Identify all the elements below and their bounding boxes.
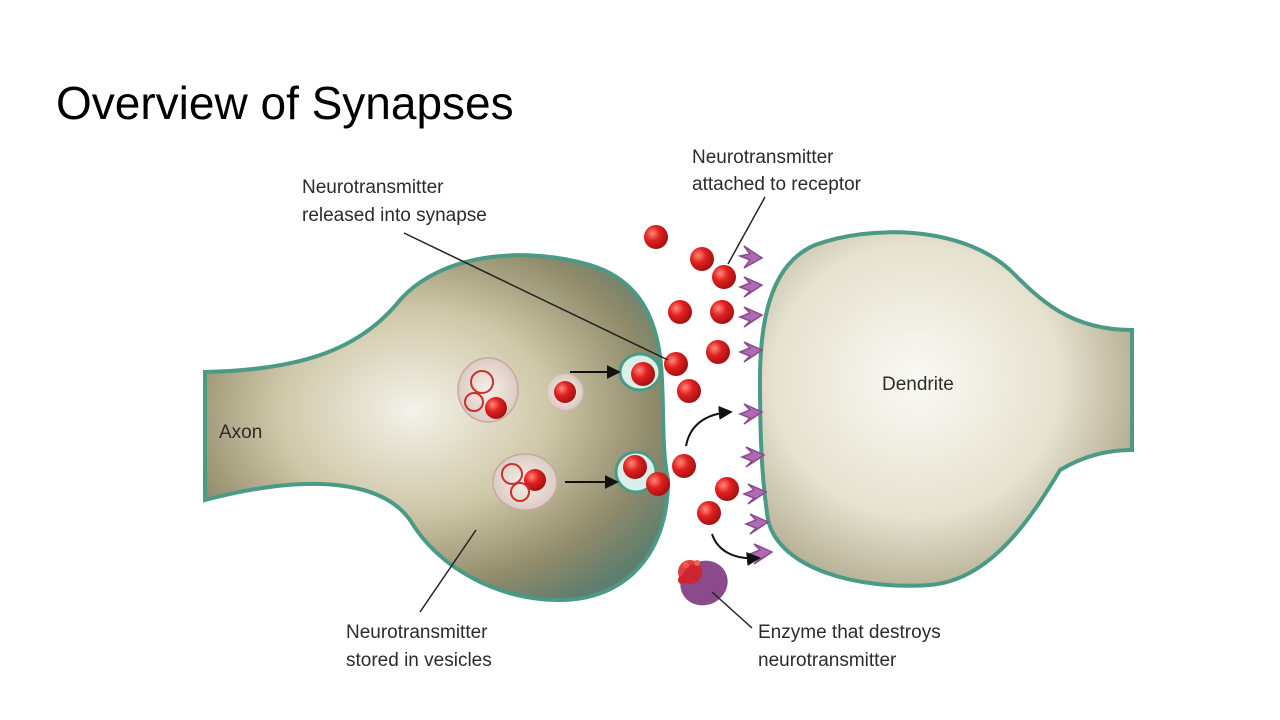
receptor <box>737 276 764 298</box>
label-released-line2: released into synapse <box>302 205 487 226</box>
neurotransmitter <box>706 340 730 364</box>
vesicle-neurotransmitter <box>554 381 576 403</box>
slide-title: Overview of Synapses <box>56 77 514 129</box>
vesicle-neurotransmitter <box>524 469 546 491</box>
neurotransmitter <box>672 454 696 478</box>
leader-line-released <box>403 232 669 361</box>
neurotransmitter <box>697 501 721 525</box>
receptors <box>737 245 774 565</box>
receptor <box>737 245 764 269</box>
leader-line-stored <box>419 529 477 613</box>
axon-terminal <box>203 253 671 603</box>
neurotransmitter <box>644 225 668 249</box>
vesicle-neurotransmitter <box>485 397 507 419</box>
label-attached-line1: Neurotransmitter <box>692 147 834 168</box>
neurotransmitter <box>668 300 692 324</box>
label-axon: Axon <box>219 422 262 443</box>
receptor <box>737 306 764 328</box>
receptor <box>747 543 774 565</box>
neurotransmitters <box>623 225 739 525</box>
enzyme-arrow <box>711 533 761 566</box>
receptor <box>741 483 768 505</box>
receptor <box>737 341 764 363</box>
neurotransmitter <box>677 379 701 403</box>
enzyme <box>678 560 728 606</box>
label-attached-line2: attached to receptor <box>692 174 862 195</box>
receptor <box>743 513 770 535</box>
neurotransmitter <box>631 362 655 386</box>
dendrite-body <box>757 230 1134 588</box>
neurotransmitter <box>664 352 688 376</box>
neurotransmitter <box>712 265 736 289</box>
label-released-line1: Neurotransmitter <box>302 177 444 198</box>
neurotransmitter <box>710 300 734 324</box>
neurotransmitter <box>646 472 670 496</box>
neurotransmitter <box>690 247 714 271</box>
label-enzyme-line1: Enzyme that destroys <box>758 622 941 643</box>
leader-line-enzyme <box>711 591 753 629</box>
leader-line-attached <box>727 196 766 265</box>
vesicles <box>457 357 584 511</box>
label-dendrite: Dendrite <box>882 374 954 395</box>
neurotransmitter <box>715 477 739 501</box>
label-stored-line1: Neurotransmitter <box>346 622 488 643</box>
receptor <box>737 403 764 425</box>
label-stored-line2: stored in vesicles <box>346 650 492 671</box>
neurotransmitter <box>623 455 647 479</box>
binding-arrow <box>685 405 733 447</box>
label-enzyme-line2: neurotransmitter <box>758 650 897 671</box>
receptor <box>739 446 766 468</box>
